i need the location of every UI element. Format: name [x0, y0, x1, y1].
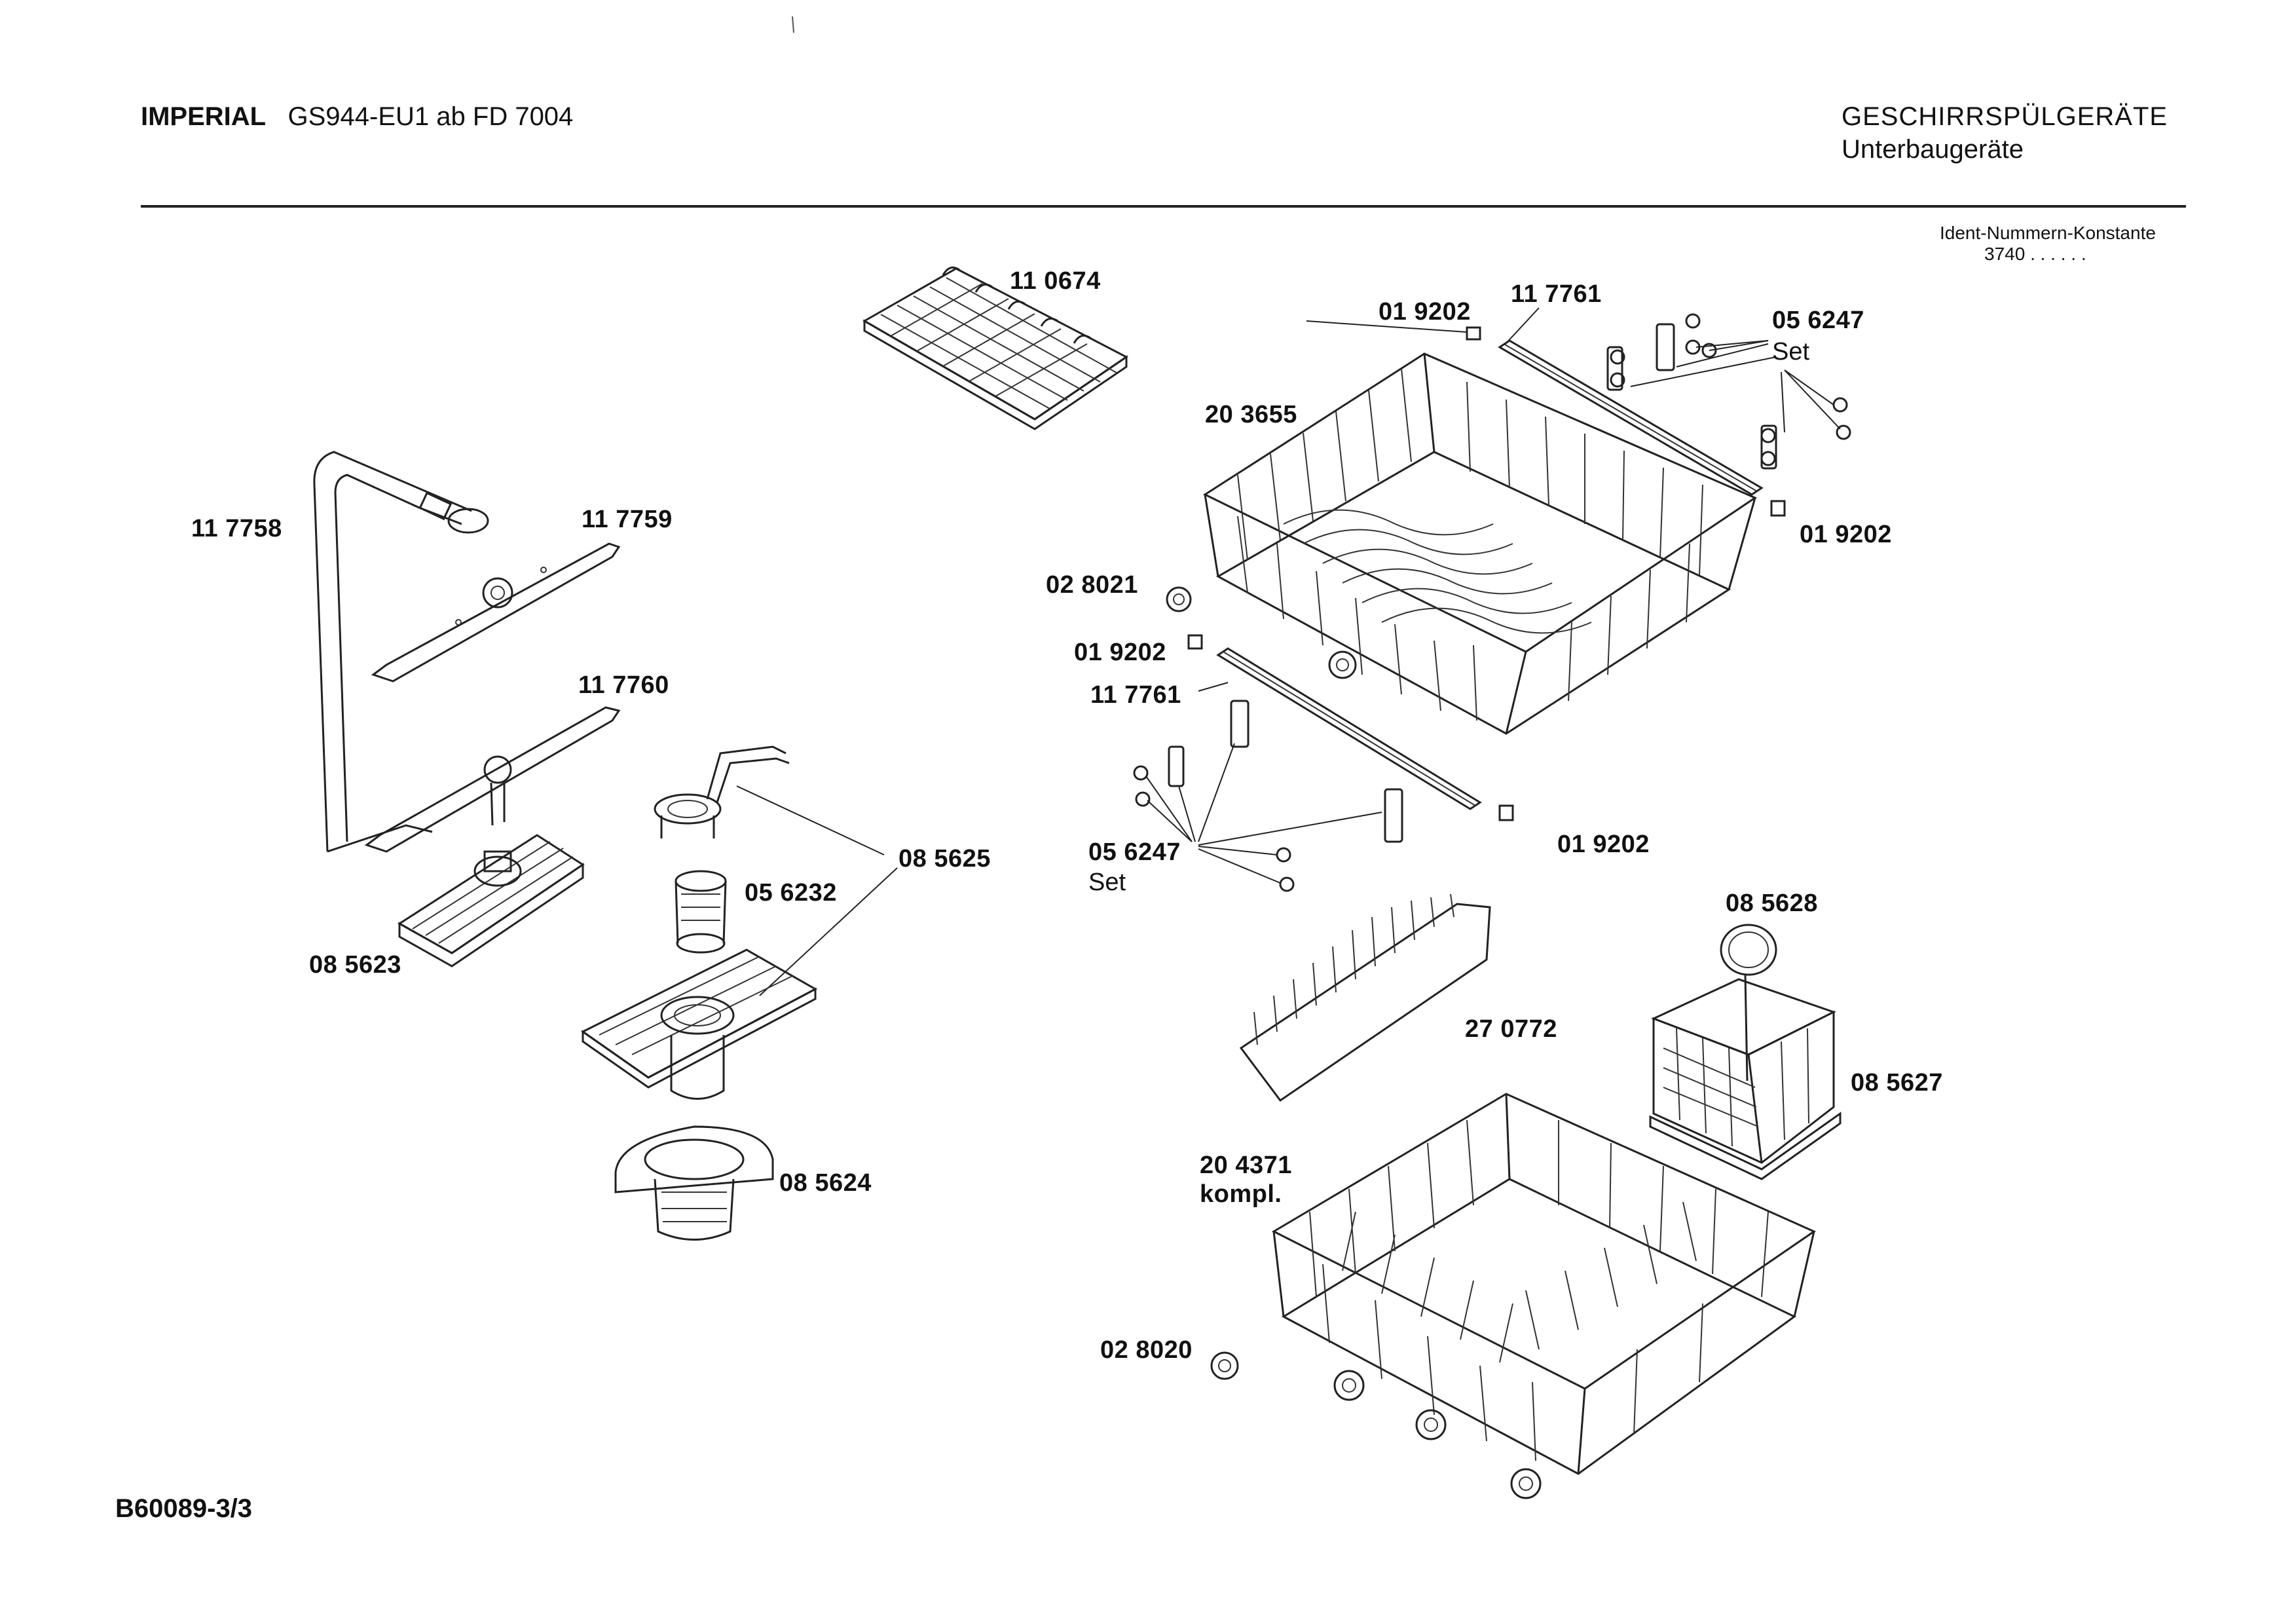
label-019202-d: 01 9202 — [1557, 831, 1650, 858]
label-204371: 20 4371 — [1200, 1152, 1292, 1179]
drawing-number: B60089-3/3 — [115, 1494, 253, 1523]
bracket-set-upper — [1606, 313, 1851, 470]
label-110674: 11 0674 — [1010, 267, 1101, 295]
label-019202-a: 01 9202 — [1379, 298, 1471, 326]
model-label: GS944-EU1 ab FD 7004 — [287, 102, 574, 131]
coarse-filter-illustration — [614, 1125, 774, 1241]
label-085625: 08 5625 — [898, 845, 991, 873]
label-085624: 08 5624 — [779, 1169, 872, 1197]
label-056232: 05 6232 — [745, 879, 837, 907]
label-019202-b: 01 9202 — [1800, 521, 1892, 548]
label-056247-b: 05 6247 — [1088, 838, 1181, 866]
label-085627: 08 5627 — [1851, 1069, 1943, 1097]
label-028021: 02 8021 — [1046, 571, 1138, 599]
filter-tube-illustration — [654, 745, 790, 838]
rack-insert-illustration — [1239, 893, 1491, 1102]
bracket-set-lower — [1133, 700, 1403, 892]
lower-spray-arm-illustration — [364, 706, 621, 853]
roller-028021-illustration — [1166, 586, 1192, 612]
label-117759: 11 7759 — [582, 506, 673, 533]
cylinder-filter-illustration — [675, 870, 727, 954]
bracket-set-upper-leaders — [1630, 340, 1841, 433]
label-kompl: kompl. — [1200, 1180, 1282, 1208]
label-270772: 27 0772 — [1465, 1015, 1557, 1043]
category-title: GESCHIRRSPÜLGERÄTE — [1842, 102, 2168, 131]
roller-028020-illustration — [1210, 1351, 1239, 1380]
label-085623: 08 5623 — [309, 951, 401, 979]
upper-basket-illustration — [1202, 352, 1758, 735]
label-117761-a: 11 7761 — [1511, 280, 1602, 308]
label-117761-b: 11 7761 — [1090, 681, 1181, 709]
cutlery-tray-illustration — [862, 266, 1128, 430]
upper-spray-arm-illustration — [371, 542, 621, 683]
label-203655: 20 3655 — [1205, 401, 1297, 428]
cutlery-basket-illustration — [1649, 924, 1842, 1180]
brand-label: IMPERIAL — [141, 102, 267, 131]
bracket-set-lower-leaders — [1145, 743, 1382, 884]
label-019202-c: 01 9202 — [1074, 639, 1166, 666]
label-117758: 11 7758 — [191, 515, 282, 542]
brand-model-line: IMPERIAL GS944-EU1 ab FD 7004 — [141, 102, 573, 132]
label-085628: 08 5628 — [1726, 890, 1818, 917]
lower-rail-illustration — [1216, 647, 1482, 810]
filter-plate-illustration — [398, 834, 585, 967]
label-117760: 11 7760 — [578, 671, 669, 699]
label-028020: 02 8020 — [1100, 1336, 1193, 1364]
upper-rail-illustration — [1498, 339, 1764, 496]
lower-basket-illustration — [1271, 1093, 1817, 1499]
flat-filter-illustration — [581, 948, 818, 1100]
stopper-clips — [1187, 326, 1786, 821]
spray-pipe-illustration — [313, 451, 489, 853]
subcategory-title: Unterbaugeräte — [1842, 135, 2024, 164]
label-set-b: Set — [1088, 869, 1126, 896]
label-056247-a: 05 6247 — [1772, 307, 1864, 334]
ident-label: Ident-Nummern-Konstante — [1940, 223, 2156, 243]
ident-value: 3740 . . . . . . — [1984, 244, 2086, 264]
label-set-a: Set — [1772, 338, 1810, 366]
